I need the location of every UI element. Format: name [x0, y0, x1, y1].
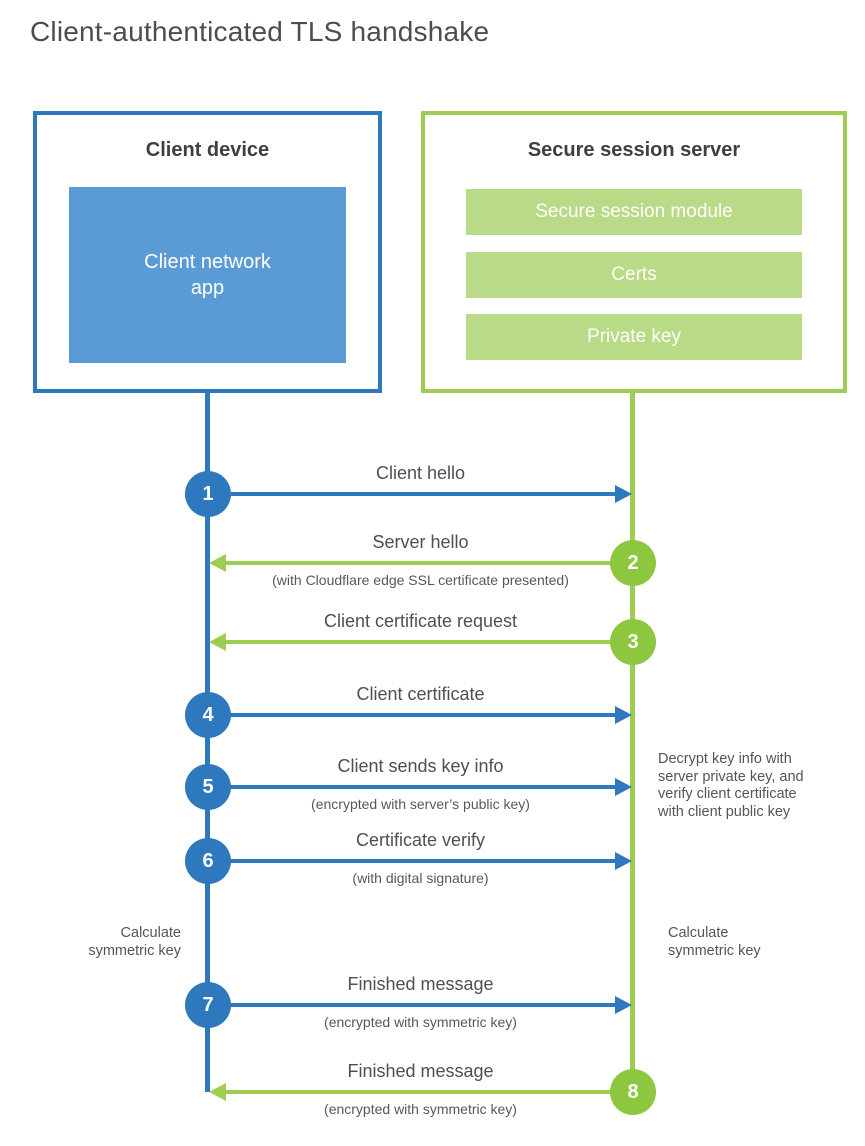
server-title: Secure session server: [527, 139, 741, 161]
arrow-line-step4: [231, 713, 615, 717]
message-label-client-hello: Client hello: [375, 463, 466, 483]
message-sublabel-server-hello: (with Cloudflare edge SSL certificate pr…: [272, 572, 569, 588]
server-lifeline: [630, 391, 635, 1092]
server-box: Secure session server Secure session mod…: [421, 111, 847, 393]
arrow-head-right-icon: [615, 778, 632, 796]
arrow-line-step3: [226, 640, 610, 644]
client-network-app-box: Client network app: [69, 187, 346, 363]
message-label-finished-server: Finished message: [347, 1061, 494, 1081]
message-sublabel-certificate-verify: (with digital signature): [352, 870, 489, 886]
page-title: Client-authenticated TLS handshake: [30, 16, 490, 47]
arrow-head-left-icon: [209, 633, 226, 651]
arrow-head-right-icon: [615, 996, 632, 1014]
note-calculate-symmetric-key-server: Calculate symmetric key: [668, 925, 761, 959]
note-calculate-symmetric-key-client: Calculate symmetric key: [88, 925, 181, 959]
message-label-certificate-verify: Certificate verify: [355, 830, 486, 850]
message-sublabel-finished-client: (encrypted with symmetric key): [324, 1014, 517, 1030]
step-circle-8: 8: [610, 1069, 656, 1115]
step-circle-5: 5: [185, 764, 231, 810]
note-decrypt-key-info: Decrypt key info with server private key…: [658, 751, 804, 820]
client-device-box: Client device Client network app: [33, 111, 382, 393]
step-circle-7: 7: [185, 982, 231, 1028]
server-module-secure-session: Secure session module: [466, 189, 802, 235]
message-label-cert-request: Client certificate request: [323, 611, 518, 631]
arrow-head-left-icon: [209, 1083, 226, 1101]
message-label-key-info: Client sends key info: [337, 756, 504, 776]
step-circle-6: 6: [185, 838, 231, 884]
arrow-head-right-icon: [615, 485, 632, 503]
message-label-client-certificate: Client certificate: [356, 684, 485, 704]
message-label-finished-client: Finished message: [347, 974, 494, 994]
arrow-line-step6: [231, 859, 615, 863]
arrow-head-right-icon: [615, 852, 632, 870]
step-circle-4: 4: [185, 692, 231, 738]
message-sublabel-key-info: (encrypted with server’s public key): [311, 796, 530, 812]
arrow-line-step1: [231, 492, 615, 496]
client-device-title: Client device: [145, 139, 270, 161]
arrow-head-left-icon: [209, 554, 226, 572]
server-module-certs: Certs: [466, 252, 802, 298]
client-lifeline: [205, 391, 210, 1092]
message-label-server-hello: Server hello: [372, 532, 469, 552]
message-sublabel-finished-server: (encrypted with symmetric key): [324, 1101, 517, 1117]
arrow-head-right-icon: [615, 706, 632, 724]
arrow-line-step8: [226, 1090, 610, 1094]
step-circle-1: 1: [185, 471, 231, 517]
step-circle-3: 3: [610, 619, 656, 665]
arrow-line-step2: [226, 561, 610, 565]
arrow-line-step5: [231, 785, 615, 789]
arrow-line-step7: [231, 1003, 615, 1007]
server-module-private-key: Private key: [466, 314, 802, 360]
step-circle-2: 2: [610, 540, 656, 586]
